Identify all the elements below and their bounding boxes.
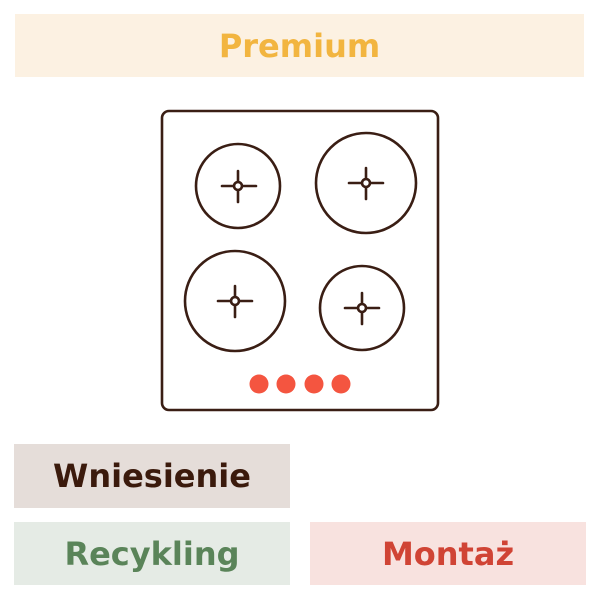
recykling-badge: Recykling [14,522,290,585]
burner-top-left [194,142,282,230]
wniesienie-badge: Wniesienie [14,444,290,508]
cooktop-outline [160,109,440,412]
premium-label: Premium [218,26,381,65]
montaz-label: Montaż [381,534,515,573]
premium-badge: Premium [15,14,584,77]
wniesienie-label: Wniesienie [53,457,251,495]
burner-top-right [314,131,418,235]
indicator-dots [249,374,351,394]
burner-bottom-right [318,264,406,352]
montaz-badge: Montaż [310,522,586,585]
burner-bottom-left [183,249,287,353]
recykling-label: Recykling [64,534,240,573]
